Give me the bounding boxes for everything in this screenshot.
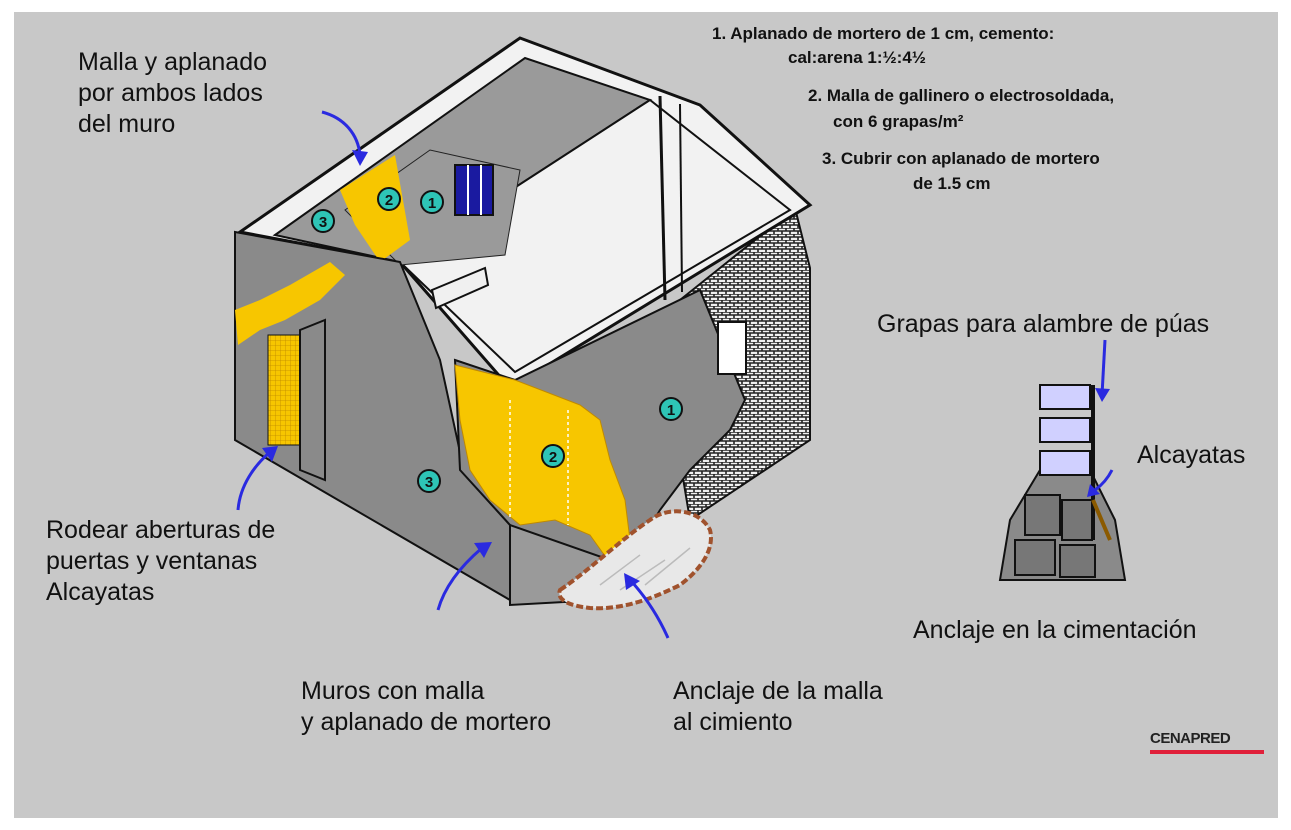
label-line: al cimiento [673,708,793,736]
pillar-detail [998,384,1127,581]
label-line: Alcayatas [46,578,155,606]
label-alcayatas: Alcayatas [1137,441,1246,469]
step-line: 1. Aplanado de mortero de 1 cm, cemento: [712,24,1055,43]
logo-underline [1150,750,1264,754]
arrow-wall [436,546,483,611]
label-muros-malla: Muros con malla y aplanado de mortero [301,676,551,738]
svg-text:2: 2 [385,192,393,209]
svg-text:2: 2 [549,449,557,466]
label-grapas: Grapas para alambre de púas [877,310,1210,338]
foundation-stones [557,509,713,611]
top-mesh-patch [340,155,410,262]
marker-3-top: 3 [311,209,335,233]
arrow-window [236,450,271,511]
interior-partition [430,266,490,310]
arrow-anchor [630,581,670,639]
marker-1-side: 1 [659,397,683,421]
side-window [717,321,747,375]
window-opening [299,318,326,482]
arrows [236,110,1114,639]
label-rodear-aberturas: Rodear aberturas de puertas y ventanas A… [46,515,275,608]
step-line: con 6 grapas/m² [833,112,964,131]
label-line: del muro [78,110,176,138]
marker-2-side: 2 [541,444,565,468]
label-line: puertas y ventanas [46,547,258,575]
label-line: Malla y aplanado [78,48,268,76]
label-line: Anclaje de la malla [673,677,883,705]
label-anclaje-cimentacion: Anclaje en la cimentación [913,616,1197,644]
svg-text:1: 1 [428,195,436,212]
navy-window [454,164,494,216]
svg-text:3: 3 [425,474,433,491]
arrow-grapas [1100,339,1107,396]
marker-2-top: 2 [377,187,401,211]
label-malla-ambos-lados: Malla y aplanado por ambos lados del mur… [78,47,267,140]
step-line: 2. Malla de gallinero o electrosoldada, [808,86,1115,105]
label-line: y aplanado de mortero [301,708,552,736]
cenapred-logo: CENAPRED [1150,730,1231,747]
svg-text:1: 1 [667,402,675,419]
arrow-top [321,110,362,156]
step-line: de 1.5 cm [913,174,991,193]
step-line: 3. Cubrir con aplanado de mortero [822,149,1100,168]
label-line: por ambos lados [78,79,263,107]
label-line: Muros con malla [301,677,485,705]
marker-3-front: 3 [417,469,441,493]
arrow-alcayatas [1094,469,1114,492]
front-wall-top-mesh [235,262,345,345]
room-interior-right [398,98,792,374]
label-line: Rodear aberturas de [46,516,276,544]
marker-1-top: 1 [420,190,444,214]
label-anclaje-malla: Anclaje de la malla al cimiento [673,676,883,738]
step-line: cal:arena 1:½:4½ [788,48,926,67]
svg-text:3: 3 [319,214,327,231]
